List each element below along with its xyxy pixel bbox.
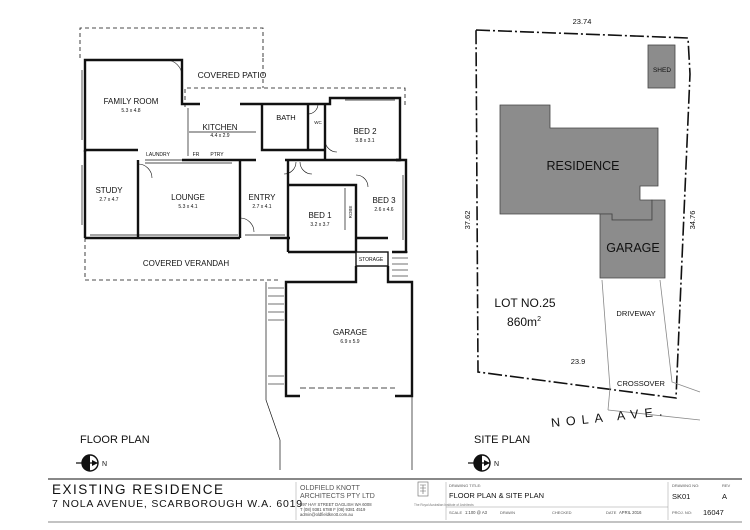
firm-address: 597 HAY STREET DAGLISH WA 6008 — [300, 502, 372, 507]
size-study: 2.7 x 4.7 — [99, 197, 118, 203]
label-study: STUDY — [95, 186, 123, 195]
label-kitchen: KITCHEN — [202, 123, 237, 132]
site-driveway-left — [601, 279, 611, 411]
site-label-residence: RESIDENCE — [547, 159, 620, 173]
date-value: APRIL 2016 — [619, 510, 642, 515]
site-area-sup: 2 — [537, 316, 541, 323]
storage-room — [355, 251, 389, 267]
drawing-title-label: DRAWING TITLE: — [449, 483, 481, 488]
project-title: EXISTING RESIDENCE — [52, 482, 225, 497]
site-plan: 23.74 37.62 34.76 23.9 SHED RESIDENCE GA… — [463, 17, 701, 446]
label-bed1: BED 1 — [308, 211, 332, 220]
label-covered-patio: COVERED PATIO — [198, 70, 267, 80]
site-plan-north-label: N — [494, 461, 499, 468]
floor-plan-title: FLOOR PLAN — [80, 434, 150, 446]
label-entry: ENTRY — [249, 193, 277, 202]
floor-plan-north-label: N — [102, 461, 107, 468]
size-bed2: 3.8 x 3.1 — [355, 138, 374, 144]
stairs — [268, 251, 408, 385]
walls — [83, 58, 408, 254]
label-garage: GARAGE — [333, 328, 367, 337]
verandah-outline — [84, 238, 280, 281]
site-plan-north-arrow-icon: N — [468, 454, 499, 472]
site-label-lot: LOT NO.25 — [494, 296, 555, 310]
site-label-garage: GARAGE — [606, 241, 660, 255]
proj-no-label: PROJ. NO: — [672, 510, 692, 515]
site-driveway-right — [659, 279, 701, 393]
drawing-no-label: DRAWING NO: — [672, 483, 699, 488]
site-label-shed: SHED — [653, 67, 671, 74]
site-label-crossover: CROSSOVER — [617, 379, 666, 388]
doors — [137, 59, 369, 233]
institute-text: The Royal Australian Institute of Archit… — [414, 503, 474, 507]
proj-no: 16047 — [703, 508, 724, 517]
site-plan-title: SITE PLAN — [474, 434, 530, 446]
size-entry: 2.7 x 4.1 — [252, 204, 271, 210]
window-lines — [81, 70, 404, 240]
patio-outline — [79, 27, 264, 58]
site-dim-bottom: 23.9 — [571, 357, 586, 366]
garage-walls — [284, 266, 414, 398]
label-bath: BATH — [276, 113, 295, 122]
site-area-value: 860m — [507, 315, 537, 329]
size-bed1: 3.2 x 3.7 — [310, 222, 329, 228]
label-laundry: LAUNDRY — [146, 152, 170, 158]
scale-label: SCALE — [449, 510, 462, 515]
label-family-room: FAMILY ROOM — [104, 97, 159, 106]
size-bed3: 2.6 x 4.6 — [374, 207, 393, 213]
site-label-driveway: DRIVEWAY — [616, 309, 655, 318]
label-fr: FR — [193, 152, 200, 158]
patio-outline-right — [184, 87, 406, 107]
firm-web: admin@oldfieldknott.com.au — [300, 512, 354, 517]
floor-plan-labels: COVERED PATIO FAMILY ROOM 5.3 x 4.8 KITC… — [80, 70, 396, 446]
label-storage: STORAGE — [359, 257, 384, 263]
label-covered-verandah: COVERED VERANDAH — [143, 259, 229, 268]
label-bed2: BED 2 — [353, 127, 377, 136]
drawn-label: DRAWN — [500, 510, 515, 515]
floor-plan-north-arrow-icon: N — [76, 454, 107, 472]
size-family-room: 5.3 x 4.8 — [121, 108, 140, 114]
date-label: DATE — [606, 510, 617, 515]
label-ptry: PTRY — [210, 152, 224, 158]
scale-value: 1:100 @ A3 — [465, 510, 488, 515]
site-garage — [599, 199, 666, 279]
label-wc: WC — [314, 120, 322, 125]
label-bed3: BED 3 — [372, 196, 396, 205]
rev-value: A — [722, 492, 727, 501]
firm-phone: T (08) 9381 6788 F (08) 9381 4519 — [300, 507, 366, 512]
title-block: EXISTING RESIDENCE 7 NOLA AVENUE, SCARBO… — [48, 478, 742, 523]
institute-logo-icon — [417, 481, 429, 497]
label-lounge: LOUNGE — [171, 193, 205, 202]
site-dim-top: 23.74 — [573, 17, 592, 26]
site-dim-right: 34.76 — [688, 211, 697, 230]
checked-label: CHECKED — [552, 510, 572, 515]
site-shed — [647, 44, 676, 89]
size-lounge: 5.3 x 4.1 — [178, 204, 197, 210]
drawing-no: SK01 — [672, 492, 690, 501]
site-dim-left: 37.62 — [463, 211, 472, 230]
size-garage: 6.9 x 5.9 — [340, 339, 359, 345]
floor-plan — [79, 27, 414, 470]
site-label-area: 860m2 — [507, 315, 541, 329]
firm-name-line2: ARCHITECTS PTY LTD — [300, 493, 375, 500]
size-kitchen: 4.4 x 2.9 — [210, 133, 229, 139]
drawing-title: FLOOR PLAN & SITE PLAN — [449, 491, 544, 500]
site-label-street: NOLA AVE. — [550, 404, 669, 430]
firm-name-line1: OLDFIELD KNOTT — [300, 485, 361, 492]
driveway-left — [265, 282, 281, 470]
lot-boundary — [475, 29, 691, 399]
rev-label: REV — [722, 483, 731, 488]
site-crossover-line — [607, 409, 701, 421]
project-address: 7 NOLA AVENUE, SCARBOROUGH W.A. 6019 — [52, 498, 303, 510]
label-robe: ROBE — [348, 206, 353, 219]
